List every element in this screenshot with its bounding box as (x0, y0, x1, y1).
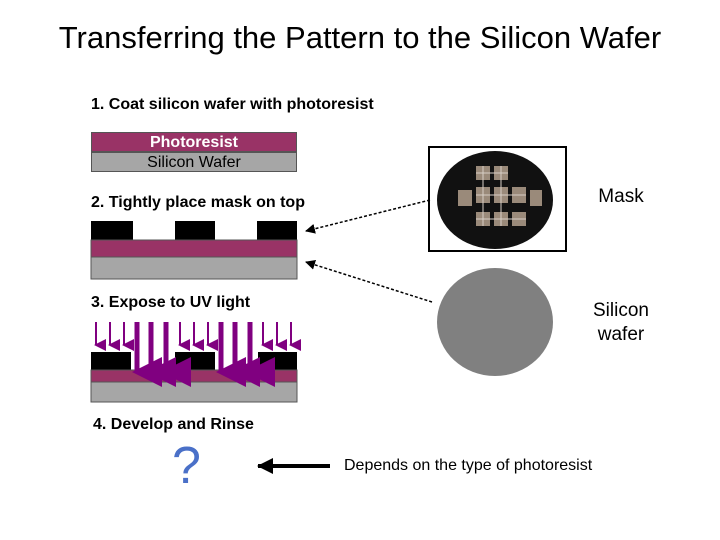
mask-block (175, 221, 215, 240)
wafer-pointer-arrow (306, 262, 432, 302)
wafer-disc (437, 268, 553, 376)
mask-block (91, 221, 133, 240)
step-3-stack (91, 322, 297, 402)
uv-arrows (96, 322, 291, 345)
mask-block (258, 352, 297, 370)
step-2-stack (91, 221, 297, 279)
mask-block (257, 221, 297, 240)
photoresist-layer (91, 370, 297, 382)
mask-pointer-arrow (306, 200, 430, 231)
photoresist-layer (91, 240, 297, 257)
silicon-wafer-photo (437, 268, 553, 376)
silicon-layer (91, 257, 297, 279)
mask-photo (429, 147, 566, 251)
mask-block (175, 352, 215, 370)
silicon-layer (91, 382, 297, 402)
mask-block (91, 352, 131, 370)
